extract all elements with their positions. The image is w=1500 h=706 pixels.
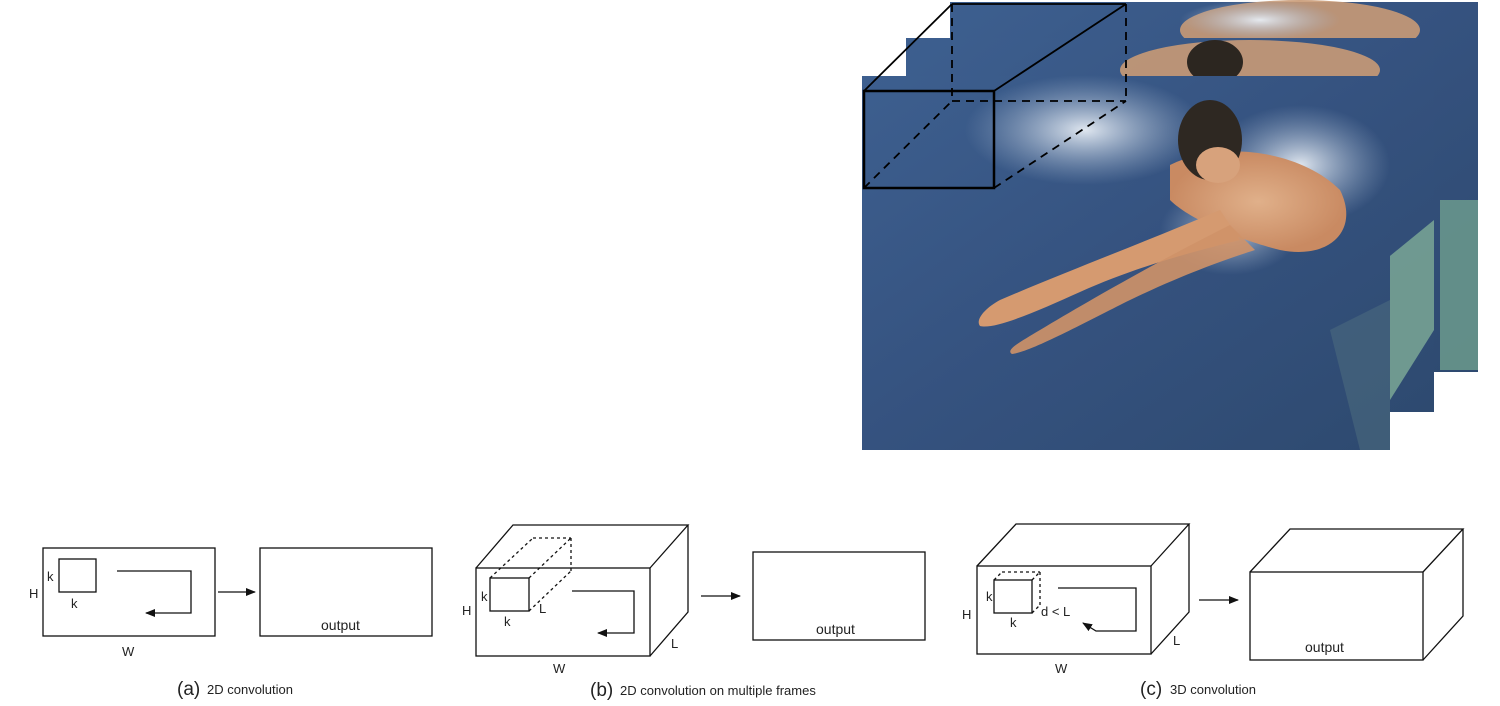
panel-b-labels: k k L H W L output (b) 2D convolution on…	[462, 589, 855, 701]
input-volume	[475, 524, 690, 657]
panel-a-2d-convolution	[42, 547, 433, 637]
output-label: output	[1305, 639, 1344, 655]
depth-label: L	[671, 636, 678, 651]
kernel-prism	[489, 537, 572, 612]
output-volume	[1249, 528, 1465, 661]
caption-text: 2D convolution	[207, 682, 293, 697]
kernel-width-label: k	[1010, 615, 1017, 630]
panel-c-3d-convolution	[976, 523, 1465, 661]
panel-a-labels: k k H W output (a) 2D convolution	[29, 569, 360, 700]
temporal-depth-label: d < L	[1041, 604, 1070, 619]
kernel-square	[58, 558, 97, 593]
caption-text: 3D convolution	[1170, 682, 1256, 697]
kernel-width-label: k	[71, 596, 78, 611]
kernel-depth-label: L	[539, 601, 546, 616]
output-label: output	[321, 617, 360, 633]
sliding-path-arrow	[1058, 587, 1137, 632]
video-frame-stack	[862, 0, 1478, 450]
caption-letter: (c)	[1140, 679, 1162, 700]
input-image	[42, 547, 216, 637]
caption-letter: (b)	[590, 680, 613, 701]
panel-b-multi-frame-2d	[475, 524, 926, 657]
output-box	[259, 547, 433, 637]
sliding-path-arrow	[572, 590, 635, 637]
video-frame-front	[862, 75, 1390, 450]
output-label: output	[816, 621, 855, 637]
kernel-width-label: k	[504, 614, 511, 629]
width-label: W	[122, 644, 135, 659]
caption-text: 2D convolution on multiple frames	[620, 683, 816, 698]
height-label: H	[962, 607, 971, 622]
height-label: H	[29, 586, 38, 601]
kernel-height-label: k	[481, 589, 488, 604]
width-label: W	[553, 661, 566, 676]
sliding-path-arrow	[117, 570, 192, 617]
output-box	[752, 551, 926, 641]
height-label: H	[462, 603, 471, 618]
depth-label: L	[1173, 633, 1180, 648]
kernel-cube-outline	[862, 3, 1127, 190]
caption-letter: (a)	[177, 679, 200, 700]
kernel-height-label: k	[986, 589, 993, 604]
input-volume	[976, 523, 1191, 655]
kernel-cube	[993, 571, 1041, 614]
width-label: W	[1055, 661, 1068, 676]
panel-c-labels: k k d < L H W L output (c) 3D convolutio…	[962, 589, 1344, 700]
kernel-height-label: k	[47, 569, 54, 584]
